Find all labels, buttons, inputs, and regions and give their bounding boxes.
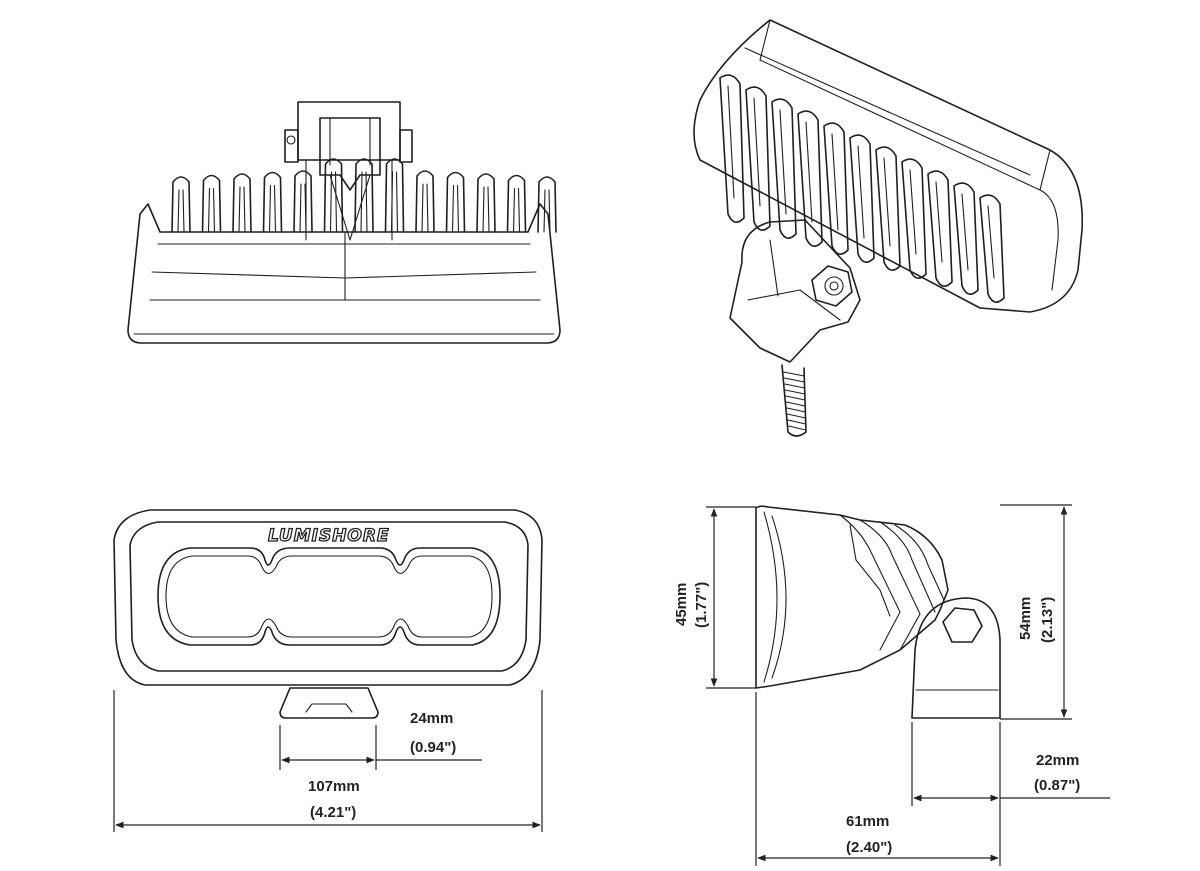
iso-fin-edge [883, 157, 891, 247]
iso-fin [901, 158, 927, 279]
isometric-view [693, 19, 1084, 437]
bolt-thread [785, 401, 806, 407]
iso-fin-edge [779, 109, 787, 215]
bolt-thread [784, 383, 806, 389]
heat-sink-fin [354, 158, 374, 233]
heat-sink-fin [537, 176, 557, 233]
bolt-thread [786, 413, 807, 419]
dim-side-lens-inch: (1.77") [693, 582, 710, 628]
iso-fin [797, 110, 823, 247]
front-view: LUMISHORE [113, 509, 543, 719]
heat-sink-fin [171, 176, 191, 233]
bolt-thread [787, 419, 807, 425]
heat-sink-fin [445, 171, 466, 233]
iso-fin-edge [857, 145, 865, 239]
heat-sink-fin-edge [268, 184, 277, 233]
heat-sink-fin [323, 158, 344, 233]
heat-sink-fin-edge [421, 183, 429, 233]
heat-sink-fin-edge [451, 184, 460, 233]
iso-fin-edge [727, 85, 735, 199]
heat-sink-fin-edge [299, 183, 307, 233]
iso-fin [771, 98, 797, 239]
side-view [755, 505, 1001, 719]
dim-side-bracket-inch: (0.87") [1034, 777, 1080, 794]
heat-sink-fin [262, 171, 283, 233]
iso-fin-edge [753, 97, 761, 207]
brand-logo-text: LUMISHORE [268, 526, 390, 546]
dim-side-depth-inch: (2.40") [846, 839, 892, 856]
iso-fin-edge [961, 193, 969, 271]
bolt-thread [785, 395, 806, 401]
heat-sink-fin-edge [207, 187, 216, 233]
heat-sink-fin-edge [512, 187, 521, 233]
iso-fin [953, 182, 979, 295]
bolt-thread [783, 371, 805, 377]
bolt-thread [784, 389, 806, 395]
iso-fin-edge [987, 205, 995, 279]
heat-sink-fin [384, 158, 405, 233]
bolt-thread [787, 425, 807, 431]
dim-front-bracket-mm: 24mm [410, 710, 453, 727]
heat-sink-fin-edge [482, 186, 490, 233]
iso-fin [927, 170, 953, 287]
heat-sink-fin [201, 174, 222, 233]
iso-fin-edge [831, 133, 839, 231]
heat-sink-fin-edge [543, 189, 551, 233]
dim-front-bracket-inch: (0.94") [410, 739, 456, 756]
heat-sink-fin [415, 170, 435, 233]
bolt-thread [783, 377, 805, 383]
bolt-thread [786, 407, 806, 413]
dimension-labels: 24mm (0.94") 107mm (4.21") 45mm (1.77") … [308, 582, 1080, 856]
heat-sink-fin [476, 173, 496, 233]
iso-fin-edge [935, 181, 943, 263]
dim-front-width-inch: (4.21") [310, 804, 356, 821]
iso-fin [719, 74, 745, 223]
dimension-lines [113, 504, 1110, 866]
dim-side-total-mm: 54mm [1017, 597, 1034, 640]
iso-fin-edge [805, 121, 813, 223]
heat-sink-fin-edge [238, 186, 246, 233]
dim-side-lens-mm: 45mm [673, 583, 690, 626]
iso-fin [745, 86, 771, 231]
iso-fin-edge [909, 169, 917, 255]
heat-sink-fin [232, 173, 252, 233]
dim-side-bracket-mm: 22mm [1036, 752, 1079, 769]
iso-fin [979, 194, 1005, 303]
top-view-fins [127, 101, 561, 344]
heat-sink-fin [506, 174, 527, 233]
iso-fin [875, 146, 901, 271]
heat-sink-fin-edge [177, 189, 185, 233]
heat-sink-fin [293, 170, 313, 233]
iso-fin [823, 122, 849, 255]
dim-side-depth-mm: 61mm [846, 813, 889, 830]
heat-sink-fin-edge [329, 171, 338, 233]
iso-fin [849, 134, 875, 263]
dim-front-width-mm: 107mm [308, 778, 360, 795]
dim-side-total-inch: (2.13") [1039, 597, 1056, 643]
